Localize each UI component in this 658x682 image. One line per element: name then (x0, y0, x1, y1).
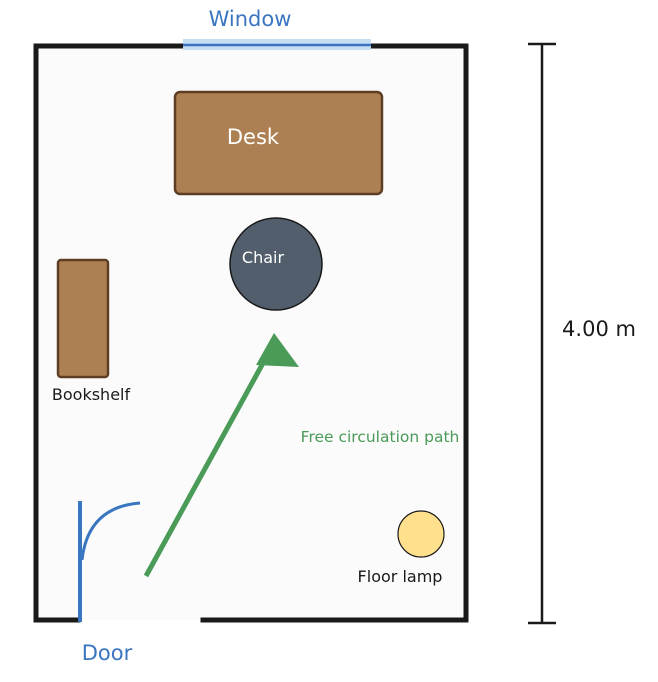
chair (229, 217, 323, 311)
floor-lamp-label: Floor lamp (358, 567, 443, 586)
bookshelf-label: Bookshelf (52, 385, 131, 404)
bookshelf (56, 258, 110, 379)
room-walls (33, 43, 469, 623)
door-label: Door (82, 641, 133, 665)
circulation-path-arrowhead (256, 333, 299, 367)
chair-label: Chair (242, 248, 285, 267)
desk-label: Desk (227, 125, 280, 149)
door-swing-arc (80, 501, 141, 561)
dimension-line (528, 42, 556, 625)
window-label: Window (209, 7, 292, 31)
dimension-label: 4.00 m (562, 317, 636, 341)
floor-lamp (397, 510, 445, 558)
circulation-path-arrow (143, 352, 271, 578)
circulation-path-label: Free circulation path (301, 428, 460, 446)
desk (173, 90, 384, 196)
